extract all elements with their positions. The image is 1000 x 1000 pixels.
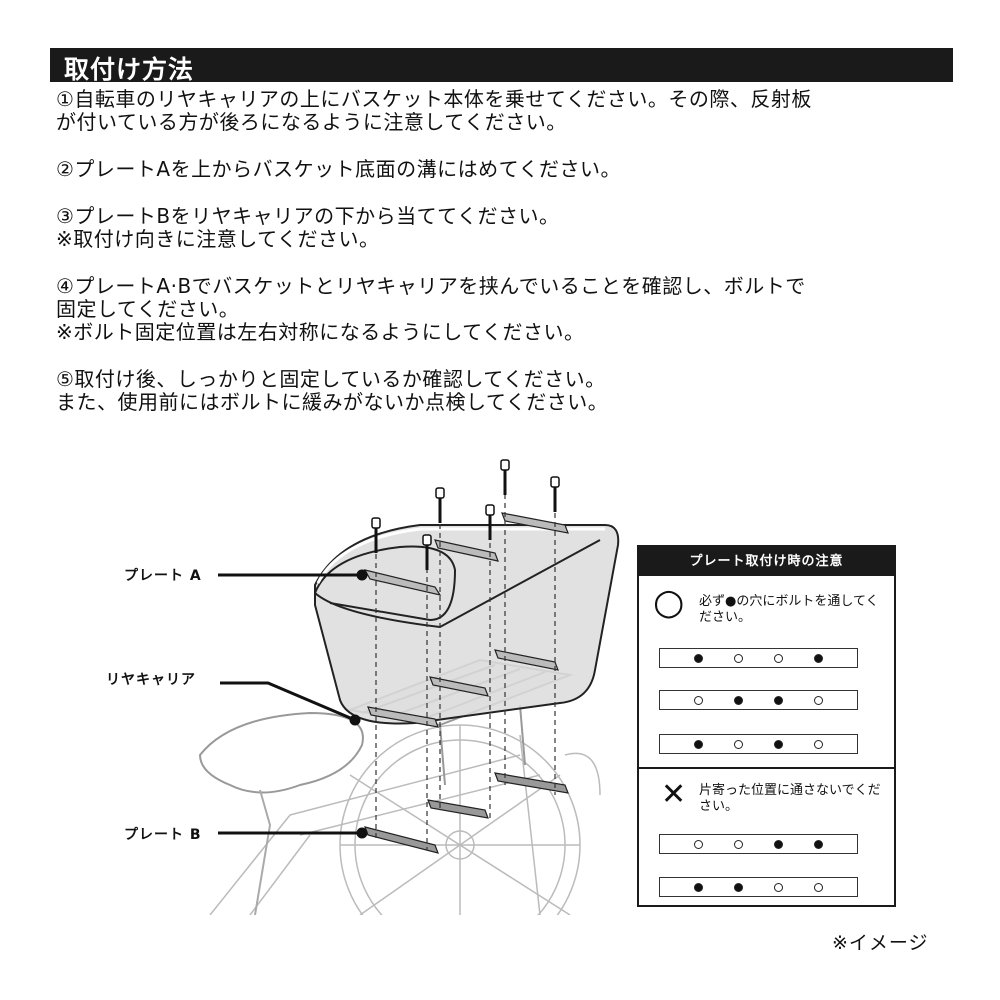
bolt-hole-filled bbox=[774, 840, 783, 849]
basket-bicycle-drawing bbox=[198, 459, 620, 966]
bolts bbox=[371, 459, 560, 570]
plates-b bbox=[364, 772, 569, 854]
ok-circle-icon: ○ bbox=[653, 582, 685, 623]
ok-plate bbox=[659, 690, 858, 710]
ng-instruction: 片寄った位置に通さないでください。 bbox=[699, 783, 881, 814]
bolt-guides bbox=[375, 485, 556, 850]
bolt-hole-empty bbox=[774, 883, 783, 892]
ok-instruction: 必ず●の穴にボルトを通してください。 bbox=[699, 594, 879, 625]
bolt-hole-empty bbox=[814, 740, 823, 749]
step-5-line-1: ⑤取付け後、しっかりと固定しているか確認してください。 bbox=[56, 367, 606, 391]
basket bbox=[314, 524, 620, 725]
bolt-hole-filled bbox=[694, 654, 703, 663]
section-title: 取付け方法 bbox=[64, 55, 195, 84]
saddle bbox=[198, 711, 364, 794]
bolt-hole-empty bbox=[814, 883, 823, 892]
step-2: ②プレートAを上からバスケット底面の溝にはめてください。 bbox=[56, 157, 622, 181]
step-1-line-2: が付いている方が後ろになるように注意してください。 bbox=[56, 110, 567, 134]
instruction-steps: ①自転車のリヤキャリアの上にバスケット本体を乗せてください。その際、反射板 が付… bbox=[56, 88, 956, 414]
label-plate-a: プレート A bbox=[124, 568, 202, 584]
bolt-hole-filled bbox=[814, 840, 823, 849]
bolt-hole-empty bbox=[774, 654, 783, 663]
ng-plate bbox=[659, 834, 858, 854]
label-rear-carrier: リヤキャリア bbox=[106, 672, 196, 688]
divider bbox=[639, 767, 894, 769]
plates-a bbox=[363, 512, 569, 728]
step-4-note: ※ボルト固定位置は左右対称になるようにしてください。 bbox=[56, 320, 585, 344]
label-leaders bbox=[218, 569, 368, 839]
bolt-hole-empty bbox=[814, 696, 823, 705]
ok-plate bbox=[659, 648, 858, 668]
bolt-hole-empty bbox=[734, 654, 743, 663]
step-3-note: ※取付け向きに注意してください。 bbox=[56, 227, 380, 251]
bolt-hole-empty bbox=[694, 696, 703, 705]
step-1-line-1: ①自転車のリヤキャリアの上にバスケット本体を乗せてください。その際、反射板 bbox=[56, 87, 812, 111]
step-4-line-2: 固定してください。 bbox=[56, 297, 240, 321]
ng-cross-icon: ✕ bbox=[661, 777, 687, 812]
bolt-hole-empty bbox=[694, 840, 703, 849]
bolt-hole-filled bbox=[694, 883, 703, 892]
step-3: ③プレートBをリヤキャリアの下から当ててください。 bbox=[56, 204, 560, 228]
label-plate-b: プレート B bbox=[124, 827, 202, 843]
caution-title: プレート取付け時の注意 bbox=[639, 547, 894, 576]
bolt-hole-filled bbox=[734, 696, 743, 705]
bolt-hole-empty bbox=[734, 740, 743, 749]
bolt-hole-filled bbox=[814, 654, 823, 663]
step-4-line-1: ④プレートA·Bでバスケットとリヤキャリアを挟んでいることを確認し、ボルトで bbox=[56, 274, 806, 298]
section-title-bar: 取付け方法 bbox=[50, 48, 953, 84]
ok-plate bbox=[659, 734, 858, 754]
bolt-hole-filled bbox=[734, 883, 743, 892]
bolt-hole-empty bbox=[734, 840, 743, 849]
plate-caution-box: プレート取付け時の注意 ○ 必ず●の穴にボルトを通してください。 ✕ 片寄った位… bbox=[637, 545, 896, 907]
bolt-hole-filled bbox=[694, 740, 703, 749]
step-5-line-2: また、使用前にはボルトに緩みがないか点検してください。 bbox=[56, 390, 609, 414]
bolt-hole-filled bbox=[774, 740, 783, 749]
mounting-illustration: プレート A リヤキャリア プレート B bbox=[100, 455, 640, 966]
bicycle-frame bbox=[209, 724, 601, 966]
bolt-hole-filled bbox=[774, 696, 783, 705]
image-note: ※イメージ bbox=[832, 932, 929, 954]
ng-plate bbox=[659, 877, 858, 897]
